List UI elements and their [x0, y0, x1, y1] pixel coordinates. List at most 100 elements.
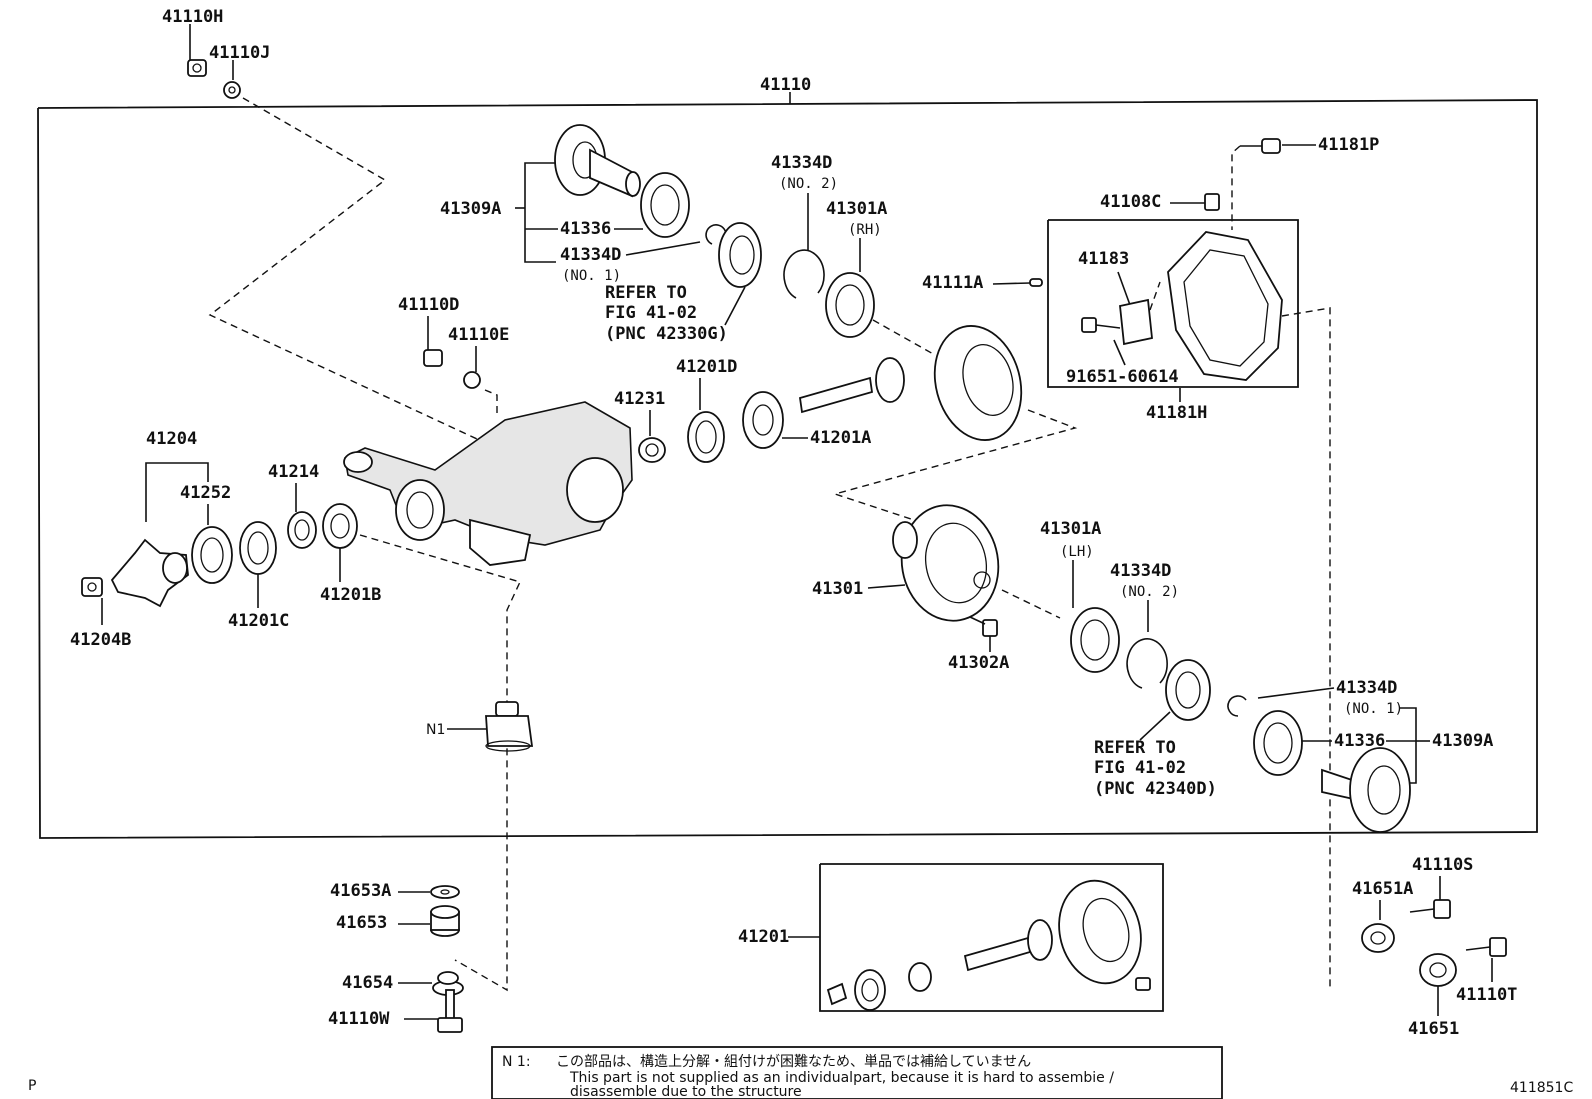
ring-gear-41201-icon — [933, 325, 1023, 441]
bolt-91651-icon — [1081, 317, 1121, 333]
label-41301A-rh: 41301A — [826, 199, 887, 219]
label-41110S: 41110S — [1412, 855, 1473, 875]
plug-41108C-icon — [1204, 193, 1220, 211]
nut-41204B-icon — [81, 577, 103, 597]
oil-seal-41336-right-icon — [1253, 710, 1303, 776]
label-41110: 41110 — [760, 75, 811, 95]
bolt-41110T-icon — [1465, 937, 1507, 957]
label-41201C: 41201C — [228, 611, 289, 631]
shim-41201D-icon — [687, 411, 725, 463]
bearing-41201B-icon — [322, 503, 358, 549]
snap-ring-41334D-no2-top-icon — [783, 249, 825, 299]
label-41110D: 41110D — [398, 295, 459, 315]
main-assembly-frame — [37, 99, 1538, 839]
bolt-41110W-icon — [437, 989, 463, 1033]
plate-41183-icon — [1119, 298, 1153, 346]
label-no2-top: (NO. 2) — [779, 176, 838, 192]
label-lh: (LH) — [1060, 544, 1094, 560]
label-41108C: 41108C — [1100, 192, 1161, 212]
label-no1-top: (NO. 1) — [562, 268, 621, 284]
label-41201A: 41201A — [810, 428, 871, 448]
label-41231: 41231 — [614, 389, 665, 409]
companion-flange-41204-icon — [110, 538, 189, 608]
note-english-line1: This part is not supplied as an individu… — [569, 1070, 1114, 1086]
refer-top-line1: REFER TO — [605, 283, 687, 303]
seal-top-center-icon — [718, 222, 762, 288]
cover-group-box — [1047, 219, 1299, 388]
figure-code: 411851C — [1510, 1080, 1573, 1096]
label-41183: 41183 — [1078, 249, 1129, 269]
mount-N1-icon — [485, 701, 534, 752]
label-41334D-top-no2: 41334D — [771, 153, 832, 173]
spacer-41214-icon — [287, 511, 317, 549]
nut-41110E-icon — [463, 371, 481, 389]
label-rh: (RH) — [848, 222, 882, 238]
label-41110W: 41110W — [328, 1009, 390, 1029]
label-41110H: 41110H — [162, 7, 223, 27]
label-41201D: 41201D — [676, 357, 737, 377]
cushion-41653-icon — [430, 905, 460, 937]
oil-seal-41336-top-icon — [640, 172, 690, 238]
label-41334D-top-no1: 41334D — [560, 245, 621, 265]
label-41181P: 41181P — [1318, 135, 1379, 155]
label-41653A: 41653A — [330, 881, 391, 901]
label-no1-right: (NO. 1) — [1344, 701, 1403, 717]
label-41110J: 41110J — [209, 43, 270, 63]
bearing-41301A-rh-icon — [825, 272, 875, 338]
label-41181H: 41181H — [1146, 403, 1207, 423]
bushing-41651-icon — [1419, 953, 1457, 987]
snap-ring-41334D-no2-mid-icon — [1126, 638, 1168, 689]
label-41651: 41651 — [1408, 1019, 1459, 1039]
bolt-41110S-icon — [1409, 899, 1451, 919]
seal-right-center-icon — [1165, 659, 1211, 721]
label-41301A-lh: 41301A — [1040, 519, 1101, 539]
label-41214: 41214 — [268, 462, 319, 482]
axle-flange-41309A-right-icon — [1321, 747, 1411, 833]
refer-bottom-line2: FIG 41-02 — [1094, 758, 1186, 778]
label-41309A-top: 41309A — [440, 199, 501, 219]
label-41654: 41654 — [342, 973, 393, 993]
bearing-41201C-icon — [239, 521, 277, 575]
label-41201: 41201 — [738, 927, 789, 947]
label-41336-right: 41336 — [1334, 731, 1385, 751]
label-N1: N1 — [426, 722, 445, 738]
label-41204B: 41204B — [70, 630, 131, 650]
label-41302A: 41302A — [948, 653, 1009, 673]
label-91651-60614: 91651-60614 — [1066, 367, 1179, 387]
cushion-41654-icon — [432, 971, 464, 996]
gear-set-box — [819, 863, 1164, 1012]
label-41110T: 41110T — [1456, 985, 1517, 1005]
bolt-41110H-icon — [187, 59, 207, 77]
gear-set-41201-icon — [826, 879, 1151, 1011]
label-41309A-right: 41309A — [1432, 731, 1493, 751]
bolt-41302A-icon — [969, 616, 998, 637]
note-box — [491, 1046, 1223, 1099]
label-41651A: 41651A — [1352, 879, 1413, 899]
differential-carrier-housing-icon — [343, 401, 633, 566]
label-41336-top: 41336 — [560, 219, 611, 239]
label-41201B: 41201B — [320, 585, 381, 605]
nut-41110J-icon — [223, 81, 241, 99]
oil-seal-41252-icon — [191, 526, 233, 584]
note-english-line2: disassemble due to the structure — [570, 1084, 802, 1099]
bolt-41181P-icon — [1240, 138, 1281, 154]
differential-cover-icon — [1167, 231, 1283, 381]
corner-label-P: P — [28, 1078, 36, 1094]
bushing-41231-icon — [638, 437, 666, 463]
note-japanese: この部品は、構造上分解・組付けが困難なため、単品では補給していません — [556, 1054, 1031, 1070]
bolt-41110D-icon — [423, 349, 443, 367]
label-41334D-right: 41334D — [1336, 678, 1397, 698]
axle-flange-41309A-top-icon — [554, 124, 641, 198]
washer-41653A-icon — [430, 885, 460, 899]
label-no2-mid: (NO. 2) — [1120, 584, 1179, 600]
refer-bottom-line1: REFER TO — [1094, 738, 1176, 758]
label-41301: 41301 — [812, 579, 863, 599]
label-41653: 41653 — [336, 913, 387, 933]
snap-ring-41334D-no1-top-icon — [705, 224, 727, 245]
refer-top-line2: FIG 41-02 — [605, 303, 697, 323]
note-prefix: N 1: — [502, 1054, 531, 1070]
drive-pinion-41201A-icon — [742, 357, 905, 449]
label-41334D-mid: 41334D — [1110, 561, 1171, 581]
bearing-41301A-lh-icon — [1070, 607, 1120, 673]
